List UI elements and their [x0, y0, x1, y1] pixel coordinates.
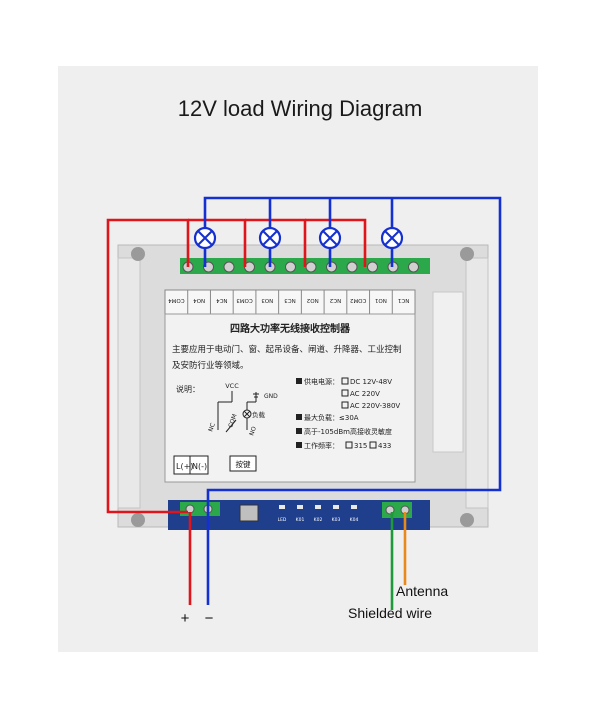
terminal-label: NO3 — [261, 297, 273, 303]
terminal-screw — [285, 261, 296, 273]
terminal-label: NC3 — [284, 297, 296, 303]
panel-heading: 四路大功率无线接收控制器 — [230, 322, 351, 335]
label-panel: 四路大功率无线接收控制器 主要应用于电动门、窗、起吊设备、闸道、升降器、工业控制… — [164, 313, 416, 483]
led-indicator — [297, 505, 303, 509]
led-label: K02 — [314, 517, 323, 523]
plus-label: + — [181, 610, 190, 627]
legend-title: 说明： — [176, 384, 200, 394]
terminal-screw — [367, 261, 378, 273]
button-label: 按键 — [236, 459, 251, 469]
antenna-wires — [390, 512, 407, 610]
terminal-screw — [223, 261, 235, 273]
lamp-icon — [258, 226, 282, 250]
terminal-label: NC1 — [398, 297, 409, 303]
power-ac380: AC 220V-380V — [350, 402, 400, 410]
terminal-screw — [326, 261, 337, 273]
com-label: COM — [227, 413, 238, 429]
terminal-label-strip: COM4 NO4 NC4 COM3 NO3 NC3 NO2 NC2 COM2 NO1 NC1 — [164, 289, 416, 315]
red-wires — [106, 218, 367, 605]
led-label: K04 — [350, 517, 359, 523]
shielded-wire-label: Shielded wire — [348, 605, 432, 621]
freq-label: 工作频率： — [304, 441, 339, 450]
terminal-screw — [305, 261, 317, 273]
power-ac220: AC 220V — [350, 390, 380, 398]
led-indicator — [333, 505, 339, 509]
terminal-label: NO1 — [375, 297, 387, 303]
terminal-label: COM3 — [236, 297, 253, 303]
power-dc: DC 12V-48V — [350, 378, 392, 386]
led-indicator — [351, 505, 357, 509]
max-load: 最大负载：≤30A — [304, 413, 359, 422]
terminal-label: COM2 — [350, 297, 366, 303]
terminal-label: NO4 — [193, 297, 205, 303]
terminal-screw — [346, 261, 358, 273]
lamp-icon — [380, 226, 404, 250]
panel-desc-line1: 主要应用于电动门、窗、起吊设备、闸道、升降器、工业控制 — [172, 344, 402, 355]
terminal-label: NC4 — [216, 297, 228, 303]
led-label: K03 — [332, 517, 341, 523]
led-indicator — [315, 505, 321, 509]
sensitivity: 高于-105dBm高接收灵敏度 — [304, 427, 392, 436]
terminal-label: NO2 — [307, 297, 319, 303]
freq-315: 315 — [354, 442, 367, 450]
gnd-label: GND — [264, 393, 278, 400]
panel-desc-line2: 及安防行业等领域。 — [172, 360, 249, 371]
schematic-symbol — [217, 391, 259, 433]
lamp-icons — [193, 226, 404, 250]
lamp-icon — [193, 226, 217, 250]
antenna-label: Antenna — [396, 583, 448, 599]
no-label: NO — [248, 425, 258, 436]
minus-label: − — [205, 610, 214, 627]
l-plus-label: L(+) — [176, 462, 193, 471]
load-label: 负载 — [252, 410, 266, 419]
lamp-icon — [318, 226, 342, 250]
terminal-label: COM4 — [168, 297, 185, 303]
nc-label: NC — [207, 422, 217, 433]
diagram-title: 12V load Wiring Diagram — [177, 96, 423, 121]
freq-433: 433 — [378, 442, 391, 450]
power-label: 供电电源： — [304, 377, 339, 386]
terminal-screw — [408, 261, 419, 273]
led-indicator — [279, 505, 285, 509]
vcc-label: VCC — [225, 382, 239, 390]
n-minus-label: N(-) — [192, 462, 207, 471]
led-label: K01 — [296, 517, 305, 523]
terminal-label: NC2 — [330, 297, 341, 303]
led-label: LED — [278, 517, 287, 523]
